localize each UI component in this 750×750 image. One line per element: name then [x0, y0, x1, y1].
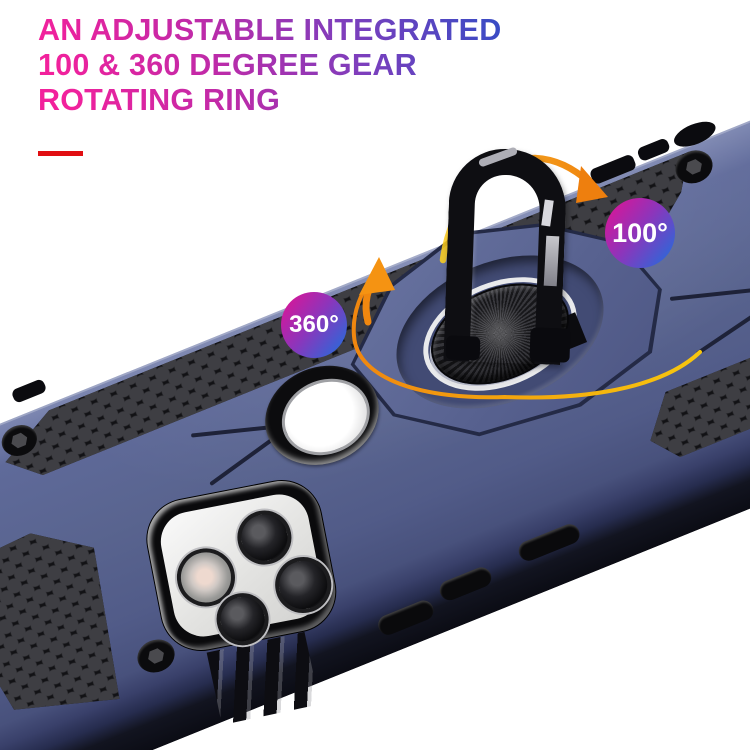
accent-dash [38, 151, 83, 156]
arrow-arc-over-ring [439, 154, 593, 264]
arrowhead-100-icon [576, 166, 608, 203]
arrowhead-360-icon [359, 257, 395, 295]
badge-100-degree: 100° [605, 198, 675, 268]
ring-foot-left [445, 335, 481, 361]
ring-foot-right [529, 327, 571, 363]
ring-hinge [543, 235, 560, 287]
badge-360-degree: 360° [281, 292, 347, 358]
arrow-arc-around-disc [351, 272, 702, 400]
